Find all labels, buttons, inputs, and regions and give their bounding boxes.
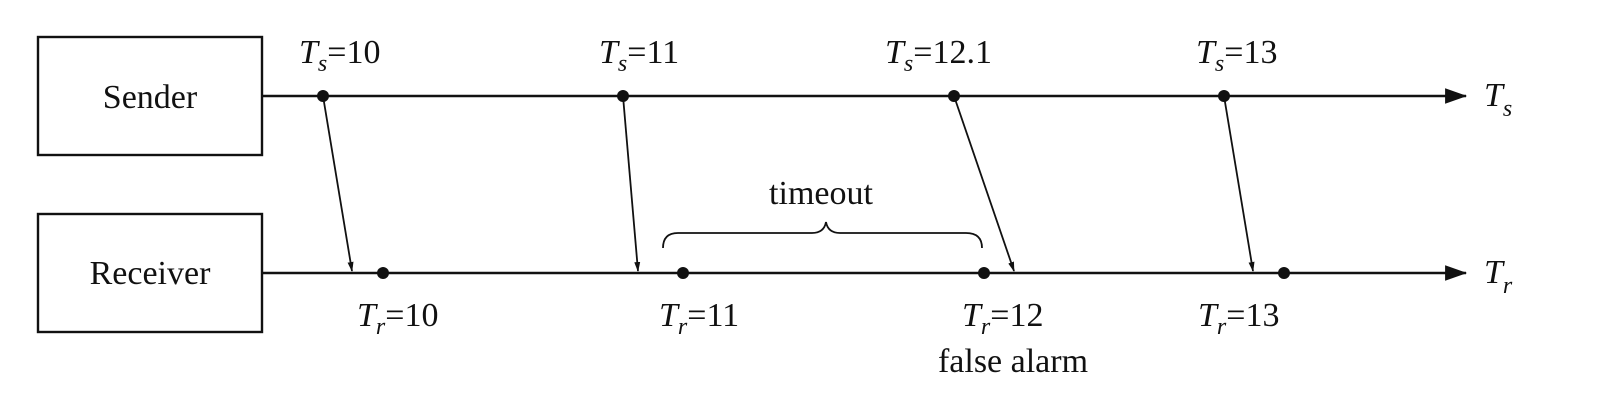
message-arrow xyxy=(1223,95,1255,272)
sender-event-label: Ts=10 xyxy=(299,34,380,77)
timeout-brace xyxy=(662,221,983,249)
receiver-node: Receiver xyxy=(36,212,264,334)
sender-event-label: Ts=11 xyxy=(599,34,679,77)
receiver-event-label: Tr=12 xyxy=(962,297,1043,340)
message-arrow xyxy=(953,95,1015,272)
receiver-label: Receiver xyxy=(90,255,211,292)
receiver-event-label: Tr=11 xyxy=(659,297,739,340)
receiver-event-dot xyxy=(978,267,990,279)
message-arrow xyxy=(622,95,641,272)
sender-event-label: Ts=13 xyxy=(1196,34,1277,77)
message-arrow xyxy=(322,95,354,272)
sender-axis-label: Ts xyxy=(1484,77,1512,122)
receiver-axis-label: Tr xyxy=(1484,254,1513,299)
receiver-event-label: Tr=13 xyxy=(1198,297,1279,340)
receiver-event-dot xyxy=(1278,267,1290,279)
false-alarm-note: false alarm xyxy=(938,343,1088,380)
receiver-event-dot xyxy=(677,267,689,279)
timeout-label: timeout xyxy=(769,175,873,212)
sender-label: Sender xyxy=(103,79,198,116)
sender-event-label: Ts=12.1 xyxy=(885,34,992,77)
receiver-event-label: Tr=10 xyxy=(357,297,438,340)
sender-node: Sender xyxy=(36,35,264,157)
receiver-event-dot xyxy=(377,267,389,279)
